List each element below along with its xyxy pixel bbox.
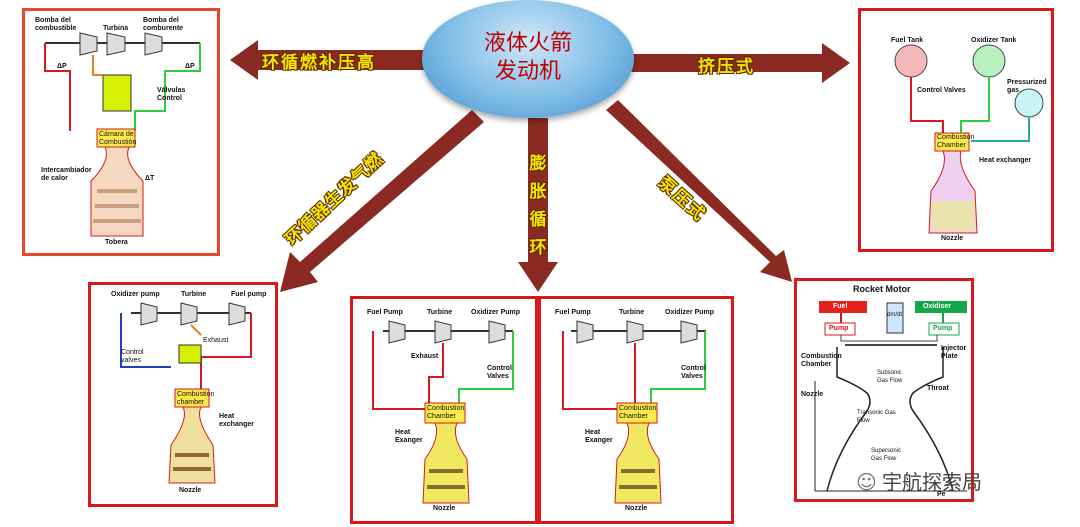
motor-pump-left: Pump [829, 325, 849, 332]
gasgen-exhaust-label: Exhaust [203, 337, 229, 344]
motor-injector-label: Injector Plate [941, 345, 967, 360]
expb-ox-pump-label: Oxidizer Pump [665, 309, 715, 316]
staged-turbine-label: Turbina [103, 25, 129, 32]
gasgen-turbine-label: Turbine [181, 291, 207, 298]
motor-subsonic-label: Subsonic Gas Flow [877, 370, 903, 384]
staged-fuel-pump-label: Bomba del combustible [35, 17, 77, 32]
panel-pressure-fed: Fuel Tank Oxidizer Tank Control Valves P… [858, 8, 1054, 252]
expb-chamber-label: Combustion Chamber [619, 405, 657, 420]
gasgen-diagram [120, 302, 252, 484]
expb-valves-label: Control Valves [681, 365, 706, 380]
staged-dt-label: ΔT [145, 175, 155, 182]
pressure-ox-tank-label: Oxidizer Tank [971, 37, 1017, 44]
label-pressure-fed: 挤压式 [698, 57, 755, 77]
arrow-down [518, 118, 558, 292]
staged-dp-left: ΔP [57, 63, 67, 70]
gasgen-nozzle-label: Nozzle [179, 487, 202, 494]
expa-nozzle-label: Nozzle [433, 505, 456, 512]
pressure-gas-label: Pressurized gas [1007, 79, 1047, 94]
center-title-line1: 液体火箭 [483, 31, 572, 56]
staged-ox-pump-label: Bomba del comburente [143, 17, 184, 32]
motor-fuel-label: Fuel [833, 303, 848, 310]
arrow-lower-left [280, 110, 484, 292]
panel-staged-combustion: Bomba del combustible Turbina Bomba del … [22, 8, 220, 256]
arrow-right [630, 43, 850, 83]
expa-valves-label: Control Valves [487, 365, 512, 380]
pressure-nozzle-label: Nozzle [941, 235, 964, 242]
expa-chamber-label: Combustion Chamber [427, 405, 465, 420]
expander-char-2: 胀 [529, 182, 547, 202]
expb-turbine-label: Turbine [619, 309, 645, 316]
staged-chamber-label: Cámara de Combustión [99, 131, 137, 146]
arrow-lower-right [606, 100, 792, 282]
expb-hx-label: Heat Exanger [585, 429, 613, 444]
label-expander-cycle: 膨 胀 循 环 [528, 150, 548, 262]
staged-nozzle-label: Tobera [105, 239, 128, 246]
gasgen-fuel-pump-label: Fuel pump [231, 291, 267, 298]
expander-b-diagram [562, 320, 706, 504]
center-title-ellipse: 液体火箭 发动机 [422, 0, 634, 118]
pressure-hx-label: Heat exchanger [979, 157, 1032, 164]
center-title-line2: 发动机 [494, 59, 561, 84]
expa-fuel-pump-label: Fuel Pump [367, 309, 403, 316]
watermark-text: 宇航探索局 [881, 470, 982, 494]
motor-supersonic-label: Supersonic Gas Flow [871, 448, 902, 462]
motor-cc-label: Combustion Chamber [801, 353, 842, 368]
pressure-chamber-label: Combustion Chamber [937, 134, 975, 149]
label-staged-combustion: 环循燃补压高 [262, 53, 376, 73]
motor-pump-right: Pump [933, 325, 953, 332]
expa-exhaust-label: Exhaust [411, 353, 439, 360]
arrow-left [230, 40, 440, 80]
gasgen-chamber-label: Combustion chamber [177, 391, 215, 406]
pressure-valves-label: Control Valves [917, 87, 966, 94]
panel-gas-generator: Oxidizer pump Turbine Fuel pump Exhaust … [88, 282, 278, 507]
motor-diagram [814, 301, 967, 492]
gasgen-hx-label: Heat exchanger [219, 413, 255, 428]
panel-rocket-motor: Rocket Motor Fuel Oxidiser Pump Pump dm/… [794, 278, 974, 502]
expa-turbine-label: Turbine [427, 309, 453, 316]
expb-nozzle-label: Nozzle [625, 505, 648, 512]
motor-nozzle-label: Nozzle [801, 391, 824, 398]
motor-transonic-label: Transonic Gas Flow [857, 410, 896, 424]
expander-a-diagram [372, 320, 514, 504]
expa-hx-label: Heat Exanger [395, 429, 423, 444]
expander-char-3: 循 [529, 210, 547, 230]
pressure-diagram [894, 44, 1044, 234]
motor-throat-label: Throat [927, 385, 949, 392]
staged-hx-label: Intercambiador de calor [41, 167, 92, 182]
motor-title: Rocket Motor [853, 284, 911, 294]
expander-char-4: 环 [529, 238, 547, 258]
motor-dmdt-label: dm/dt [887, 312, 903, 318]
motor-pe-label: Pe [937, 491, 946, 498]
expb-fuel-pump-label: Fuel Pump [555, 309, 591, 316]
watermark: ☺ 宇航探索局 [856, 466, 982, 495]
staged-diagram [44, 32, 201, 237]
expander-char-1: 膨 [529, 154, 547, 174]
motor-oxidiser-label: Oxidiser [923, 303, 952, 310]
expa-ox-pump-label: Oxidizer Pump [471, 309, 521, 316]
panel-expander-a: Fuel Pump Turbine Oxidizer Pump Exhaust … [350, 296, 538, 524]
wechat-icon: ☺ [856, 470, 877, 494]
staged-valves-label: Válvulas Control [157, 87, 186, 102]
pressure-fuel-tank-label: Fuel Tank [891, 37, 924, 44]
panel-expander-b: Fuel Pump Turbine Oxidizer Pump Control … [538, 296, 734, 524]
staged-dp-right: ΔP [185, 63, 195, 70]
gasgen-ox-pump-label: Oxidizer pump [111, 291, 160, 298]
gasgen-valves-label: Control valves [121, 349, 144, 364]
